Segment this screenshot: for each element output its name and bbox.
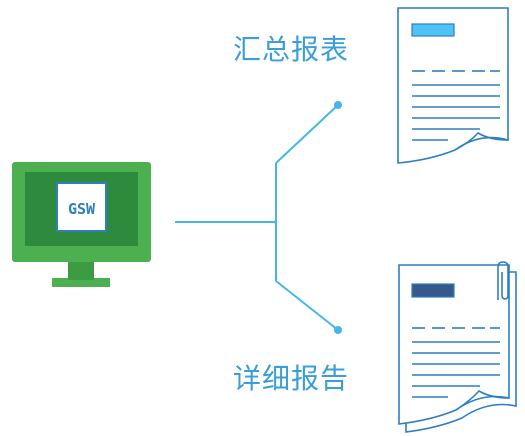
connector-lower-dot xyxy=(334,326,342,334)
monitor-icon: GSW xyxy=(12,162,151,287)
monitor-stand-neck xyxy=(68,262,94,280)
connector-lower-branch xyxy=(275,280,339,331)
summary-document-icon xyxy=(397,7,509,164)
connector-upper-dot xyxy=(334,101,342,109)
summary-report-label: 汇总报表 xyxy=(233,33,350,66)
connector-upper-branch xyxy=(275,104,339,164)
connector-lines xyxy=(175,104,339,331)
detail-report-label: 详细报告 xyxy=(233,362,350,395)
monitor-stand-base xyxy=(52,278,110,287)
detail-document-bar xyxy=(411,283,455,298)
paperclip-icon xyxy=(497,261,509,300)
summary-document-curl xyxy=(454,131,509,151)
detail-document-icon xyxy=(398,261,517,433)
summary-document-bar xyxy=(411,23,455,37)
monitor-logo-box xyxy=(56,182,107,232)
detail-document-curl xyxy=(455,389,510,411)
monitor-logo-text: GSW xyxy=(68,200,96,218)
